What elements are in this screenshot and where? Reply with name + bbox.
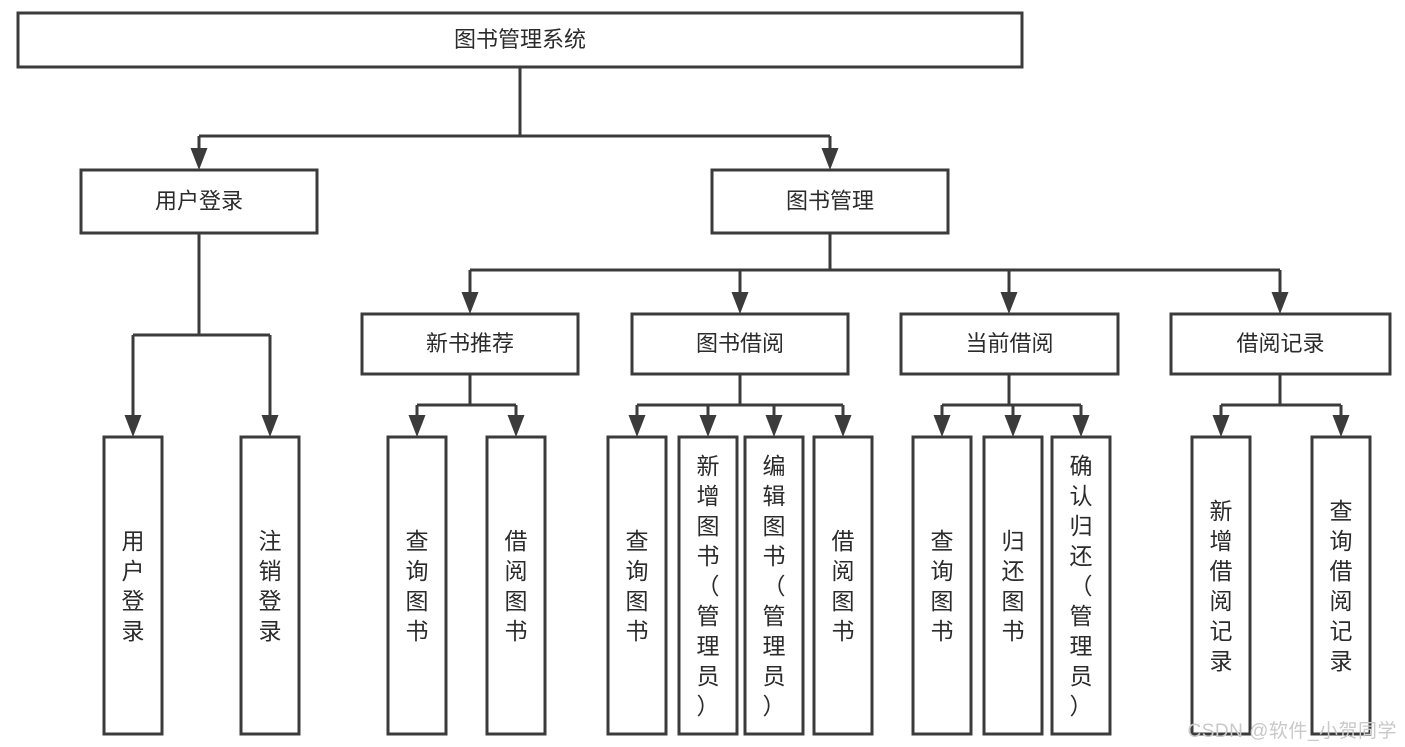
node-label-leaf-borrow-book-2: 借阅图书 xyxy=(832,528,855,644)
node-box-user-login[interactable] xyxy=(79,168,319,235)
node-label-leaf-query-book-1: 查询图书 xyxy=(406,528,429,644)
connector-group-current-borrow xyxy=(933,374,1090,437)
node-label-user-login: 用户登录 xyxy=(155,188,243,213)
node-borrow-record[interactable]: 借阅记录 xyxy=(1169,312,1392,376)
node-box-leaf-user-login[interactable] xyxy=(102,435,164,736)
node-leaf-add-record[interactable]: 新增借阅记录 xyxy=(1190,435,1252,736)
node-box-leaf-query-book-3[interactable] xyxy=(911,435,973,736)
node-label-leaf-query-book-3: 查询图书 xyxy=(931,528,954,644)
arrowhead-icon xyxy=(124,415,142,437)
connector-group-borrow-record xyxy=(1212,374,1350,437)
arrowhead-icon xyxy=(507,415,525,437)
node-label-leaf-confirm-return: 确认归还（管理员） xyxy=(1070,453,1093,719)
csdn-watermark: CSDN @软件_小贺同学 xyxy=(1187,721,1397,742)
node-box-current-borrow[interactable] xyxy=(899,312,1120,376)
node-box-leaf-query-book-1[interactable] xyxy=(386,435,448,736)
node-label-current-borrow: 当前借阅 xyxy=(965,331,1053,356)
arrowhead-icon xyxy=(190,148,208,170)
node-leaf-logout[interactable]: 注销登录 xyxy=(239,435,301,736)
node-label-leaf-logout: 注销登录 xyxy=(259,528,282,644)
node-box-borrow-record[interactable] xyxy=(1169,312,1392,376)
node-label-leaf-query-book-2: 查询图书 xyxy=(626,528,649,644)
arrowhead-icon xyxy=(1000,292,1018,314)
connector-group-book-management xyxy=(461,233,1289,314)
node-label-new-book-recommend: 新书推荐 xyxy=(426,331,514,356)
node-box-leaf-return-book[interactable] xyxy=(982,435,1044,736)
node-leaf-edit-book[interactable]: 编辑图书（管理员） xyxy=(743,435,805,736)
arrowhead-icon xyxy=(821,148,839,170)
node-box-leaf-logout[interactable] xyxy=(239,435,301,736)
node-leaf-query-book-2[interactable]: 查询图书 xyxy=(606,435,668,736)
node-label-leaf-add-record: 新增借阅记录 xyxy=(1210,498,1233,674)
node-label-book-borrow: 图书借阅 xyxy=(696,331,784,356)
node-user-login[interactable]: 用户登录 xyxy=(79,168,319,235)
node-label-leaf-query-record: 查询借阅记录 xyxy=(1330,498,1353,674)
arrowhead-icon xyxy=(731,292,749,314)
node-leaf-query-book-3[interactable]: 查询图书 xyxy=(911,435,973,736)
connector-group-new-book-recommend xyxy=(408,374,525,437)
node-box-leaf-edit-book[interactable] xyxy=(743,435,805,736)
node-root[interactable]: 图书管理系统 xyxy=(16,11,1024,69)
node-new-book-recommend[interactable]: 新书推荐 xyxy=(360,312,580,376)
arrowhead-icon xyxy=(261,415,279,437)
node-leaf-confirm-return[interactable]: 确认归还（管理员） xyxy=(1050,435,1112,736)
arrowhead-icon xyxy=(834,415,852,437)
arrowhead-icon xyxy=(1004,415,1022,437)
node-leaf-add-book[interactable]: 新增图书（管理员） xyxy=(677,435,739,736)
node-box-leaf-borrow-book-2[interactable] xyxy=(812,435,874,736)
arrowhead-icon xyxy=(408,415,426,437)
arrowhead-icon xyxy=(765,415,783,437)
arrowhead-icon xyxy=(1072,415,1090,437)
node-box-leaf-query-record[interactable] xyxy=(1310,435,1372,736)
node-box-book-management[interactable] xyxy=(710,168,950,235)
node-box-leaf-query-book-2[interactable] xyxy=(606,435,668,736)
arrowhead-icon xyxy=(1271,292,1289,314)
node-current-borrow[interactable]: 当前借阅 xyxy=(899,312,1120,376)
node-label-leaf-borrow-book-1: 借阅图书 xyxy=(505,528,528,644)
node-layer: 图书管理系统用户登录图书管理新书推荐图书借阅当前借阅借阅记录用户登录注销登录查询… xyxy=(16,11,1392,736)
node-leaf-query-record[interactable]: 查询借阅记录 xyxy=(1310,435,1372,736)
node-box-leaf-confirm-return[interactable] xyxy=(1050,435,1112,736)
node-label-book-management: 图书管理 xyxy=(786,188,874,213)
arrowhead-icon xyxy=(933,415,951,437)
arrowhead-icon xyxy=(628,415,646,437)
node-leaf-query-book-1[interactable]: 查询图书 xyxy=(386,435,448,736)
node-label-leaf-edit-book: 编辑图书（管理员） xyxy=(763,453,786,719)
arrowhead-icon xyxy=(1212,415,1230,437)
node-leaf-return-book[interactable]: 归还图书 xyxy=(982,435,1044,736)
node-box-leaf-borrow-book-1[interactable] xyxy=(485,435,547,736)
node-book-borrow[interactable]: 图书借阅 xyxy=(630,312,850,376)
node-box-root[interactable] xyxy=(16,11,1024,69)
node-label-leaf-add-book: 新增图书（管理员） xyxy=(697,453,720,719)
node-leaf-borrow-book-1[interactable]: 借阅图书 xyxy=(485,435,547,736)
node-leaf-borrow-book-2[interactable]: 借阅图书 xyxy=(812,435,874,736)
node-label-borrow-record: 借阅记录 xyxy=(1236,331,1324,356)
node-box-leaf-add-book[interactable] xyxy=(677,435,739,736)
connector-group-user-login xyxy=(124,233,279,437)
node-book-management[interactable]: 图书管理 xyxy=(710,168,950,235)
arrowhead-icon xyxy=(699,415,717,437)
arrowhead-icon xyxy=(1332,415,1350,437)
node-box-book-borrow[interactable] xyxy=(630,312,850,376)
node-label-leaf-user-login: 用户登录 xyxy=(122,528,145,644)
node-box-new-book-recommend[interactable] xyxy=(360,312,580,376)
node-leaf-user-login[interactable]: 用户登录 xyxy=(102,435,164,736)
arrowhead-icon xyxy=(461,292,479,314)
node-label-root: 图书管理系统 xyxy=(454,27,586,52)
connector-layer xyxy=(124,67,1350,437)
connector-group-book-borrow xyxy=(628,374,852,437)
node-box-leaf-add-record[interactable] xyxy=(1190,435,1252,736)
connector-group-root xyxy=(190,67,839,170)
node-label-leaf-return-book: 归还图书 xyxy=(1002,528,1025,644)
